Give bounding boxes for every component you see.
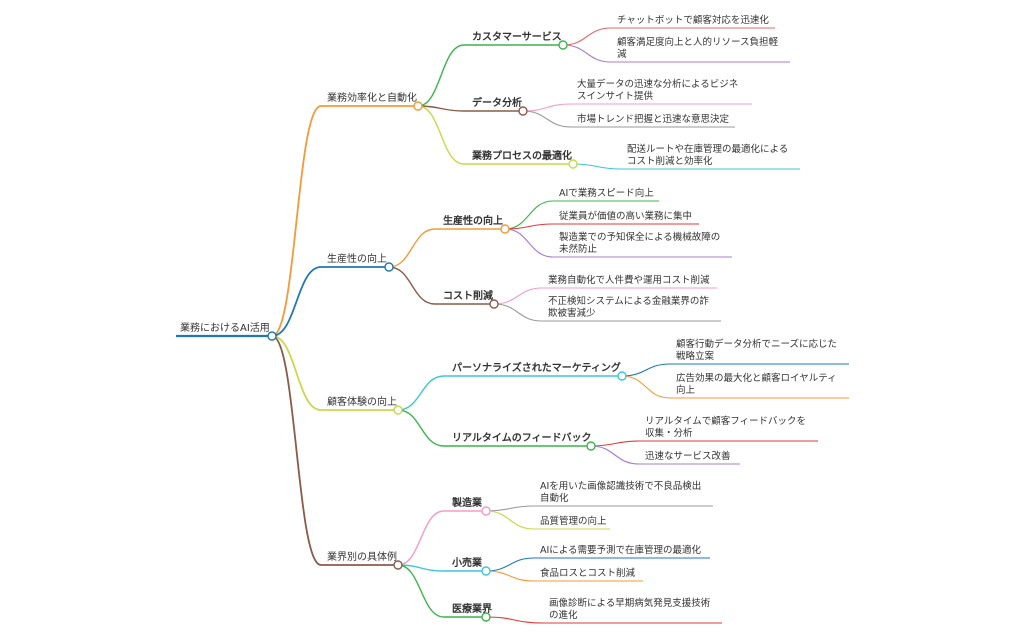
branch-label: 顧客体験の向上: [327, 395, 397, 408]
topic-node-dot: [558, 40, 568, 50]
branch-label: 業務効率化と自動化: [327, 91, 417, 104]
detail-label-line: コスト削減と効率化: [627, 155, 713, 167]
branch-node-dot: [393, 405, 403, 415]
edge-topic-to-detail: [485, 510, 535, 530]
edge-topic-to-detail: [590, 440, 640, 447]
topic-label: リアルタイムのフィードバック: [452, 432, 592, 444]
detail-label-line: AIで業務スピード向上: [559, 187, 654, 199]
edge-root-to-branch: [271, 335, 322, 566]
edge-topic-to-detail: [485, 616, 544, 624]
topic-node-dot: [586, 441, 596, 451]
edge-branch-to-topic: [388, 266, 436, 305]
detail-label-line: 広告効果の最大化と顧客ロイヤルティ: [676, 372, 837, 384]
edge-topic-to-detail: [504, 200, 554, 230]
topic-label: パーソナライズされたマーケティング: [452, 361, 621, 374]
edge-root-to-branch: [271, 335, 322, 411]
branch-label: 業界別の具体例: [327, 550, 397, 563]
topic-node-dot: [481, 566, 491, 576]
branch-label: 生産性の向上: [327, 252, 387, 265]
detail-label-line: 顧客行動データ分析でニーズに応じた: [676, 338, 837, 350]
detail-label-line: 迅速なサービス改善: [645, 450, 731, 462]
mindmap-edges: [176, 27, 849, 624]
edge-branch-to-topic: [397, 564, 445, 618]
edge-topic-to-detail: [485, 505, 535, 512]
detail-label-line: AIによる需要予測で在庫管理の最適化: [540, 544, 702, 556]
edge-branch-to-topic: [417, 44, 465, 107]
topic-node-dot: [489, 299, 499, 309]
detail-label-line: 自動化: [540, 492, 569, 504]
edge-branch-to-topic: [417, 105, 465, 165]
topic-node-dot: [617, 371, 627, 381]
detail-label-line: 従業員が価値の高い業務に集中: [559, 210, 692, 222]
branch-node-dot: [393, 560, 403, 570]
edge-topic-to-detail: [522, 103, 572, 112]
edge-branch-to-topic: [388, 228, 436, 268]
detail-label-line: AIを用いた画像認識技術で不良品検出: [540, 480, 701, 492]
edge-topic-to-detail: [522, 110, 572, 128]
topic-node-dot: [568, 159, 578, 169]
topic-node-dot: [481, 612, 491, 622]
edge-root-to-branch: [271, 266, 322, 337]
detail-label-line: リアルタイムで顧客フィードバックを: [645, 415, 806, 427]
edge-topic-to-detail: [485, 570, 535, 582]
detail-label-line: 画像診断による早期病気発見支援技術: [549, 597, 711, 609]
edge-root-to-branch: [271, 105, 322, 337]
topic-label: カスタマーサービス: [472, 30, 562, 43]
topic-label: 医療業界: [452, 602, 492, 615]
edge-branch-to-topic: [397, 564, 445, 572]
edge-branch-to-topic: [417, 105, 465, 112]
topic-node-dot: [500, 224, 510, 234]
topic-label: コスト削減: [443, 289, 493, 302]
topic-node-dot: [518, 106, 528, 116]
mindmap-node-dots: [267, 40, 627, 622]
branch-node-dot: [384, 262, 394, 272]
detail-label-line: 顧客満足度向上と人的リソース負担軽: [617, 36, 779, 48]
detail-label-line: チャットボットで顧客対応を迅速化: [617, 14, 769, 26]
topic-label: データ分析: [472, 96, 522, 109]
detail-label-line: 製造業での予知保全による機械故障の: [559, 231, 720, 243]
edge-topic-to-detail: [562, 27, 612, 46]
detail-label-line: 減: [617, 48, 627, 60]
detail-label-line: 業務自動化で人件費や運用コスト削減: [548, 274, 710, 286]
root-node-dot: [267, 331, 277, 341]
edge-topic-to-detail: [504, 228, 554, 258]
detail-label-line: 食品ロスとコスト削減: [540, 567, 636, 579]
detail-label-line: スインサイト提供: [577, 90, 654, 102]
detail-label-line: の進化: [549, 609, 578, 621]
detail-label-line: 不正検知システムによる金融業界の詐: [548, 295, 709, 307]
edge-topic-to-detail: [493, 303, 543, 322]
edge-topic-to-detail: [485, 557, 535, 572]
root-node-label: 業務におけるAI活用: [180, 321, 270, 334]
topic-label: 小売業: [451, 556, 483, 569]
branch-node-dot: [413, 101, 423, 111]
edge-branch-to-topic: [397, 409, 445, 447]
detail-label-line: 大量データの迅速な分析によるビジネ: [577, 78, 738, 90]
topic-node-dot: [481, 506, 491, 516]
detail-label-line: 向上: [676, 384, 696, 396]
edge-branch-to-topic: [397, 510, 445, 566]
detail-label-line: 収集・分析: [645, 427, 693, 439]
topic-label: 業務プロセスの最適化: [471, 149, 572, 162]
detail-label-line: 戦略立案: [676, 350, 715, 362]
edge-topic-to-detail: [590, 445, 640, 465]
topic-label: 生産性の向上: [443, 214, 503, 227]
edge-topic-to-detail: [493, 287, 543, 305]
topic-label: 製造業: [451, 496, 483, 509]
detail-label-line: 配送ルートや在庫管理の最適化による: [627, 143, 788, 155]
detail-label-line: 品質管理の向上: [540, 515, 607, 527]
edge-topic-to-detail: [562, 44, 612, 63]
edge-topic-to-detail: [621, 363, 671, 377]
mindmap-labels: 業務におけるAI活用 業務効率化と自動化 カスタマーサービス チャットボットで顧客対応…: [180, 14, 837, 621]
edge-topic-to-detail: [621, 375, 671, 399]
edge-topic-to-detail: [504, 223, 554, 230]
edge-topic-to-detail: [572, 163, 622, 170]
detail-label-line: 欺被害減少: [548, 307, 596, 319]
edge-branch-to-topic: [397, 375, 445, 411]
detail-label-line: 未然防止: [559, 243, 598, 255]
detail-label-line: 市場トレンド把握と迅速な意思決定: [577, 113, 730, 125]
